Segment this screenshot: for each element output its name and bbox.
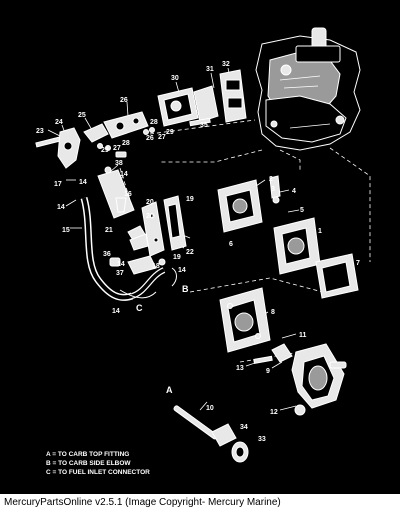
part-label-5: 5 (300, 207, 304, 214)
part-label-27b: 27 (158, 134, 166, 141)
part-label-33: 33 (258, 436, 266, 443)
powerhead-drawing (255, 27, 361, 151)
part-label-29b: 29 (166, 129, 174, 136)
part-label-27a: 27 (113, 145, 121, 152)
part-label-20b: 20 (146, 213, 154, 220)
part-label-36: 36 (103, 251, 111, 258)
part-label-30: 30 (171, 75, 179, 82)
part-label-21: 21 (105, 227, 113, 234)
part-label-31: 31 (206, 66, 214, 73)
part-label-4: 4 (292, 188, 296, 195)
part-label-6: 6 (229, 241, 233, 248)
part-label-3: 3 (271, 186, 275, 193)
part-label-8: 8 (271, 309, 275, 316)
part-label-32: 32 (222, 61, 230, 68)
copyright-caption: MercuryPartsOnline v2.5.1 (Image Copyrig… (4, 497, 281, 508)
part-label-11: 11 (299, 332, 307, 339)
part-label-37: 37 (116, 270, 124, 277)
connection-legend: A = TO CARB TOP FITTING B = TO CARB SIDE… (46, 451, 150, 476)
part-label-14a: 14 (57, 204, 65, 211)
part-label-12: 12 (270, 409, 278, 416)
part-label-35: 35 (200, 122, 208, 129)
part-label-14c: 14 (79, 179, 87, 186)
part-label-26b: 26 (146, 135, 154, 142)
connection-letter-a: A (166, 385, 173, 395)
part-label-25: 25 (78, 112, 86, 119)
legend-line-c: C = TO FUEL INLET CONNECTOR (46, 469, 150, 476)
part-label-20a: 20 (146, 199, 154, 206)
part-label-16: 16 (124, 191, 132, 198)
part-label-7: 7 (356, 260, 360, 267)
part-label-28a: 28 (122, 140, 130, 147)
part-label-10: 10 (206, 405, 214, 412)
connection-letter-c: C (136, 303, 143, 313)
exploded-parts-diagram: 1 2 3 4 5 6 7 8 9 10 11 12 13 14 15 16 1… (0, 0, 400, 494)
part-label-15: 15 (62, 227, 70, 234)
fuel-hoses (80, 197, 177, 301)
legend-line-b: B = TO CARB SIDE ELBOW (46, 460, 131, 467)
part-label-26a: 26 (120, 97, 128, 104)
part-label-18: 18 (152, 263, 160, 270)
part-label-28b: 28 (150, 119, 158, 126)
part-label-24: 24 (55, 119, 63, 126)
fuel-pump-parts (97, 166, 187, 275)
part-label-17: 17 (54, 181, 62, 188)
part-label-34: 34 (240, 424, 248, 431)
part-label-14b: 14 (120, 171, 128, 178)
legend-line-a: A = TO CARB TOP FITTING (46, 451, 129, 458)
connection-letters: A B C (136, 284, 189, 395)
intake-plates (217, 175, 359, 299)
part-label-23: 23 (36, 128, 44, 135)
part-label-1: 1 (318, 228, 322, 235)
part-label-14f: 14 (112, 308, 120, 315)
part-label-19a: 19 (186, 196, 194, 203)
part-label-29a: 29 (101, 147, 109, 154)
part-label-9: 9 (266, 368, 270, 375)
connection-letter-b: B (182, 284, 189, 294)
part-number-labels: 1 2 3 4 5 6 7 8 9 10 11 12 13 14 15 16 1… (36, 61, 360, 443)
part-label-38: 38 (115, 160, 123, 167)
filter-parts (173, 405, 249, 463)
part-label-2: 2 (269, 176, 273, 183)
part-label-14e: 14 (178, 267, 186, 274)
part-label-19b: 19 (173, 254, 181, 261)
part-label-14d: 14 (117, 261, 125, 268)
carburetor-parts (219, 287, 347, 416)
part-label-13: 13 (236, 365, 244, 372)
part-label-22: 22 (186, 249, 194, 256)
fitting-and-bracket-parts (35, 69, 247, 169)
